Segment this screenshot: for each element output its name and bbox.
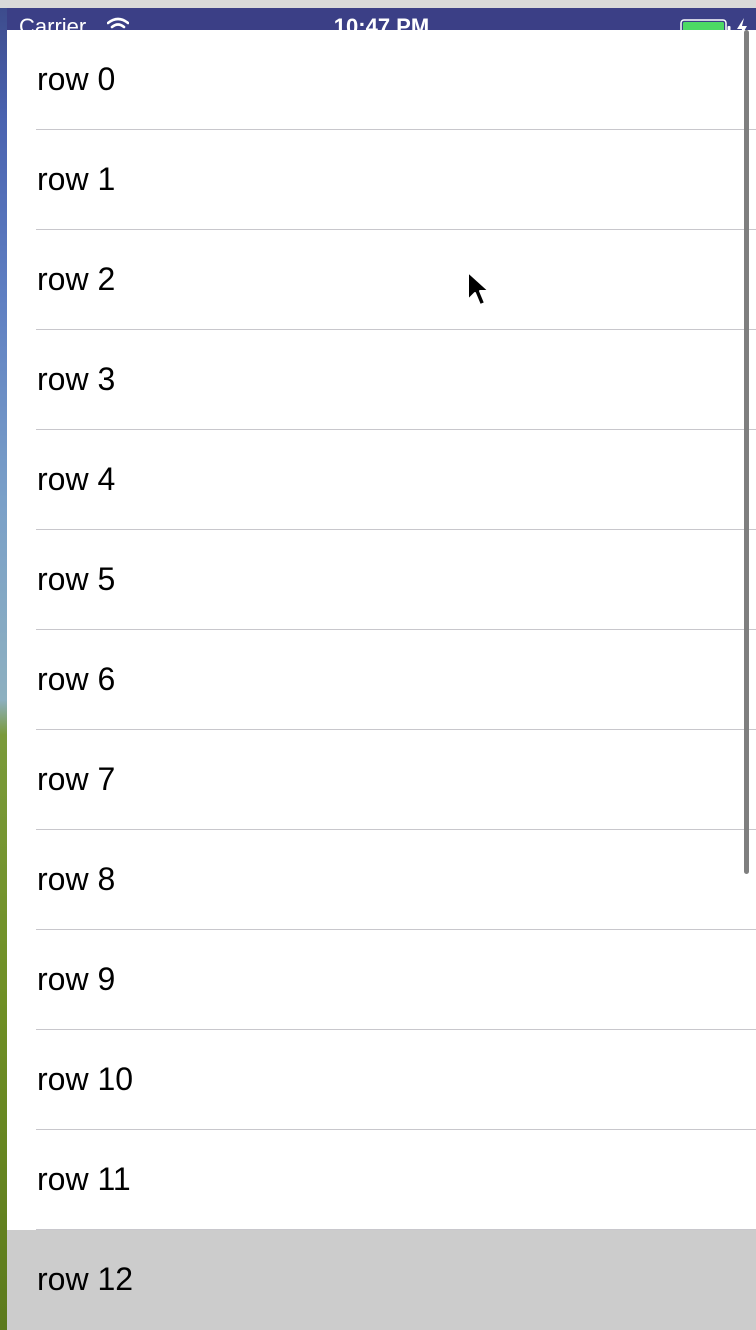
- row-label: row 12: [37, 1261, 134, 1297]
- table-row[interactable]: row 11: [7, 1130, 756, 1230]
- table-view[interactable]: row 0 row 1 row 2 row 3 row 4 row 5 row 6 row 7…: [7, 30, 756, 1330]
- table-row[interactable]: row 12: [7, 1230, 756, 1330]
- status-bar: Carrier 10:47 PM: [7, 8, 756, 39]
- table-row[interactable]: row 9: [7, 930, 756, 1030]
- table-row[interactable]: row 7: [7, 730, 756, 830]
- row-label: row 2: [37, 261, 116, 297]
- table-row[interactable]: row 6: [7, 630, 756, 730]
- cursor-arrow-icon: [467, 271, 490, 306]
- table-row[interactable]: row 2: [7, 230, 756, 330]
- row-label: row 5: [37, 561, 116, 597]
- row-separator: [36, 829, 756, 830]
- row-separator: [36, 1129, 756, 1130]
- row-label: row 0: [37, 61, 116, 97]
- row-label: row 10: [37, 1061, 134, 1097]
- row-separator: [36, 529, 756, 530]
- vertical-scroll-indicator[interactable]: [744, 30, 749, 874]
- row-separator: [36, 729, 756, 730]
- row-label: row 3: [37, 361, 116, 397]
- row-label: row 6: [37, 661, 116, 697]
- charging-bolt-icon: [737, 18, 747, 38]
- row-label: row 1: [37, 161, 116, 197]
- table-row[interactable]: row 8: [7, 830, 756, 930]
- table-row[interactable]: row 1: [7, 130, 756, 230]
- table-row[interactable]: row 10: [7, 1030, 756, 1130]
- desktop-background: [0, 0, 7, 1330]
- row-separator: [36, 129, 756, 130]
- row-label: row 4: [37, 461, 116, 497]
- row-separator: [36, 1229, 756, 1230]
- row-label: row 11: [37, 1161, 131, 1197]
- row-separator: [36, 629, 756, 630]
- row-separator: [36, 1029, 756, 1030]
- row-separator: [36, 329, 756, 330]
- row-label: row 7: [37, 761, 116, 797]
- table-row[interactable]: row 0: [7, 30, 756, 130]
- window-titlebar-edge: [0, 0, 756, 8]
- row-separator: [36, 429, 756, 430]
- table-row[interactable]: row 4: [7, 430, 756, 530]
- table-row[interactable]: row 5: [7, 530, 756, 630]
- row-separator: [36, 229, 756, 230]
- table-row[interactable]: row 3: [7, 330, 756, 430]
- row-label: row 8: [37, 861, 116, 897]
- row-separator: [36, 929, 756, 930]
- row-label: row 9: [37, 961, 116, 997]
